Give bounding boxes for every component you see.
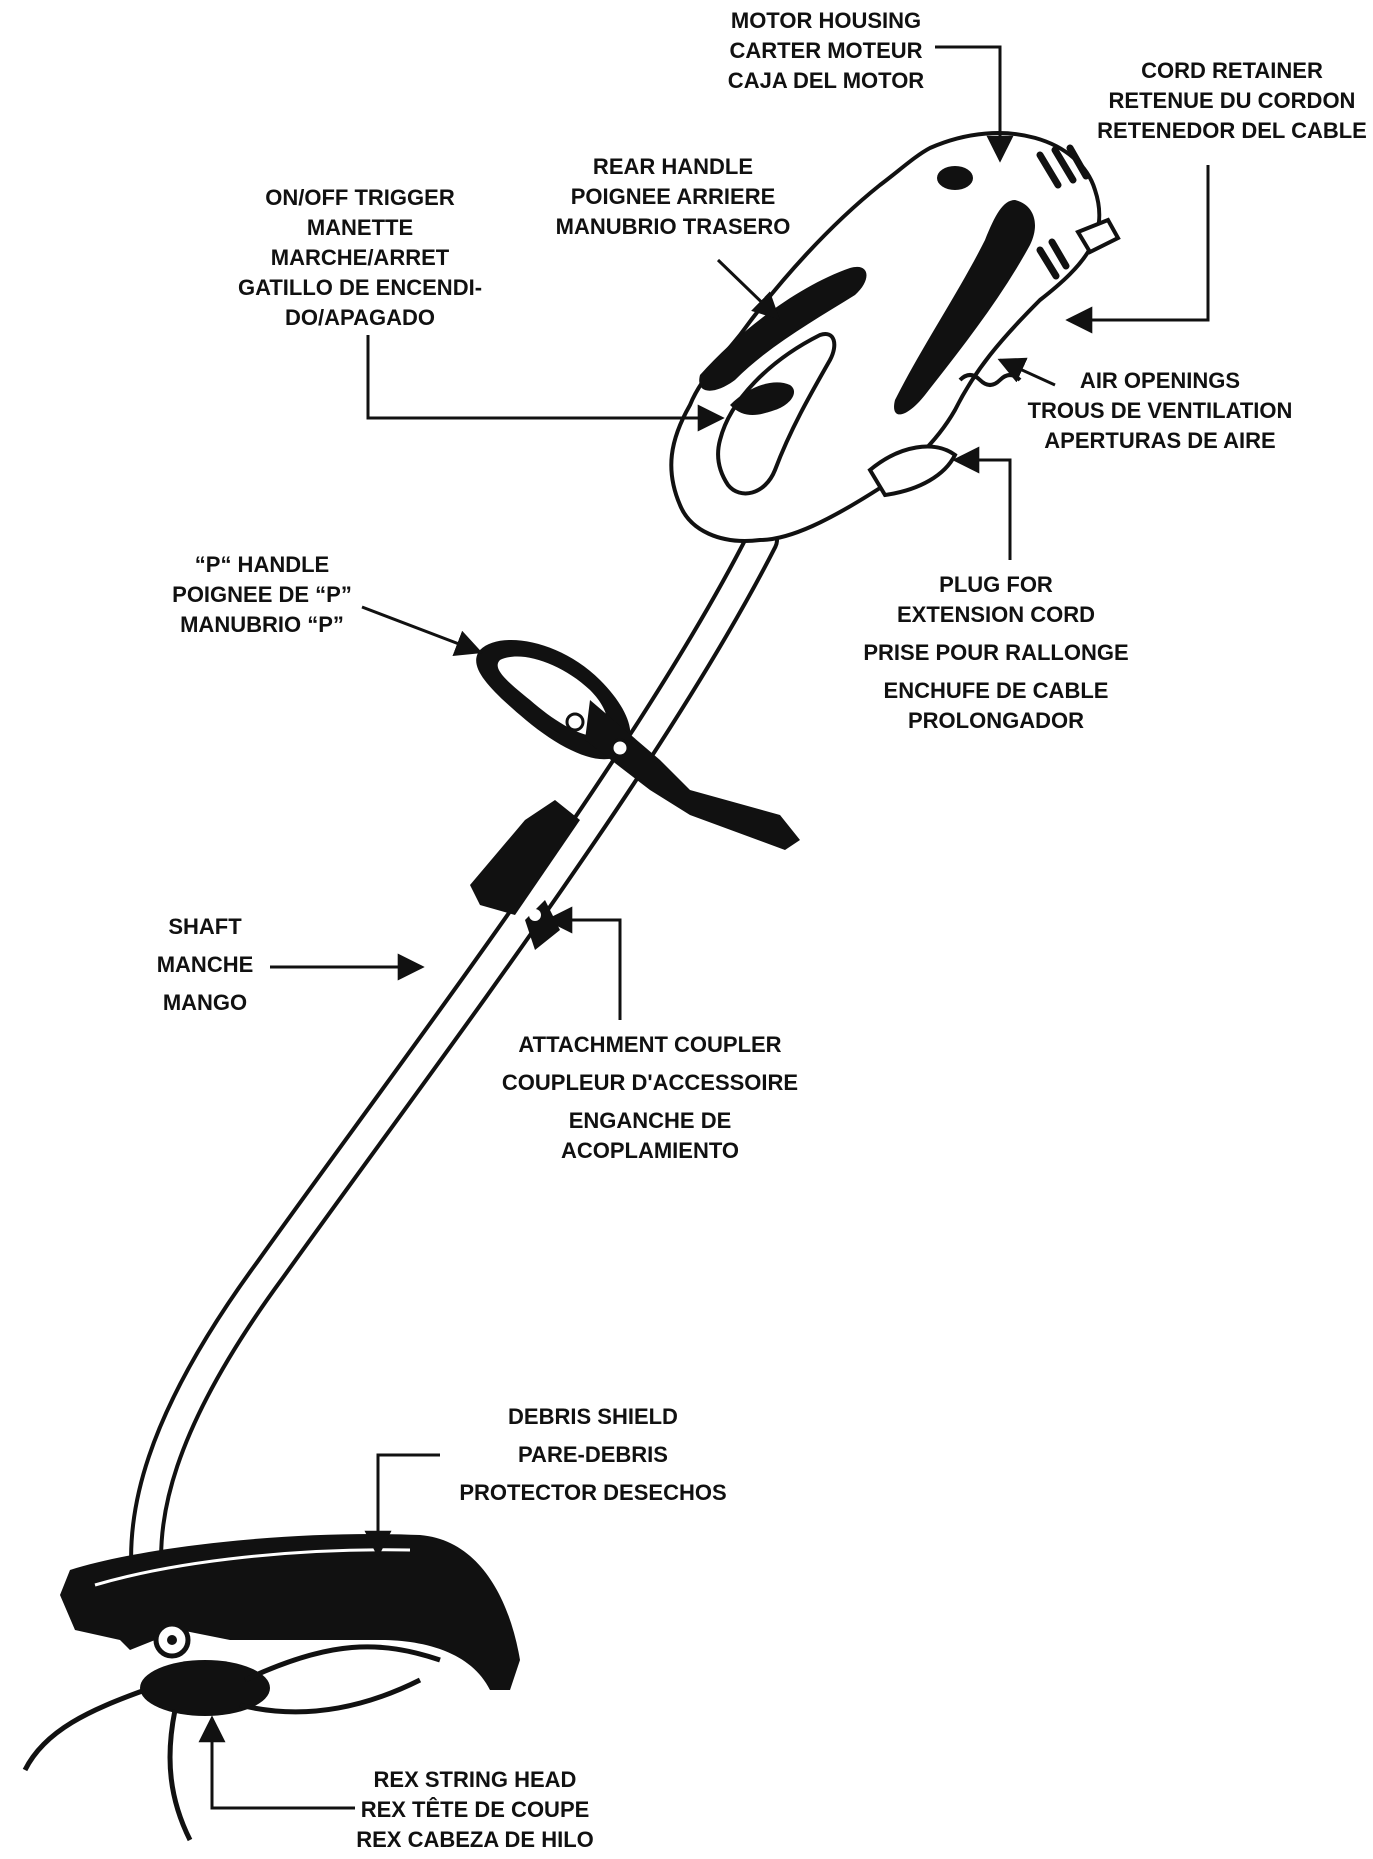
rear-handle-label: REAR HANDLE POIGNEE ARRIERE MANUBRIO TRA… [556,152,791,242]
cord-retainer-line-en: CORD RETAINER [1141,58,1323,83]
cord-retainer-line-es: RETENEDOR DEL CABLE [1097,118,1367,143]
rear-handle-line-en: REAR HANDLE [592,154,754,179]
string-head-line-en: REX STRING HEAD [373,1767,577,1792]
p-handle-line-es: MANUBRIO “P” [180,612,344,637]
plug-line-4: ENCHUFE DE CABLE [883,678,1109,703]
air-openings-line-es: APERTURAS DE AIRE [1044,428,1276,453]
attachment-coupler-line-4: ACOPLAMIENTO [560,1138,740,1163]
plug-line-5: PROLONGADOR [908,708,1084,733]
shaft-line-es: MANGO [162,990,248,1015]
cord-retainer-label: CORD RETAINER RETENUE DU CORDON RETENEDO… [1097,56,1367,146]
motor-housing-label: MOTOR HOUSING CARTER MOTEUR CAJA DEL MOT… [728,6,924,96]
string-head-label: REX STRING HEAD REX TÊTE DE COUPE REX CA… [356,1765,594,1855]
shaft-drawing [129,523,779,1617]
debris-shield-line-fr: PARE-DEBRIS [518,1442,668,1467]
p-handle-drawing [476,640,800,850]
motor-housing-line-fr: CARTER MOTEUR [729,38,923,63]
motor-housing-drawing [669,131,1121,543]
cord-retainer-line-fr: RETENUE DU CORDON [1108,88,1356,113]
debris-shield-line-en: DEBRIS SHIELD [508,1404,678,1429]
p-handle-label: “P“ HANDLE POIGNEE DE “P” MANUBRIO “P” [172,550,352,640]
air-openings-label: AIR OPENINGS TROUS DE VENTILATION APERTU… [1028,366,1293,456]
shaft-label: SHAFT MANCHE MANGO [157,912,254,1018]
plug-line-1: PLUG FOR [939,572,1053,597]
plug-label: PLUG FOR EXTENSION CORD PRISE POUR RALLO… [863,570,1128,736]
on-off-trigger-line-4: GATILLO DE ENCENDI- [237,275,483,300]
attachment-coupler-label: ATTACHMENT COUPLER COUPLEUR D'ACCESSOIRE… [502,1030,798,1166]
on-off-trigger-line-3: MARCHE/ARRET [270,245,450,270]
leader-lines [198,45,1210,1810]
rear-handle-line-fr: POIGNEE ARRIERE [570,184,776,209]
plug-line-2: EXTENSION CORD [896,602,1096,627]
rear-handle-line-es: MANUBRIO TRASERO [555,214,791,239]
string-head-line-es: REX CABEZA DE HILO [356,1827,594,1852]
attachment-coupler-line-2: COUPLEUR D'ACCESSOIRE [501,1070,799,1095]
debris-shield-label: DEBRIS SHIELD PARE-DEBRIS PROTECTOR DESE… [459,1402,726,1508]
debris-shield-line-es: PROTECTOR DESECHOS [459,1480,727,1505]
attachment-coupler-line-1: ATTACHMENT COUPLER [518,1032,782,1057]
debris-shield-drawing [60,1534,520,1690]
string-head-line-fr: REX TÊTE DE COUPE [360,1797,590,1822]
air-openings-line-fr: TROUS DE VENTILATION [1027,398,1293,423]
p-handle-line-en: “P“ HANDLE [194,552,330,577]
motor-housing-line-en: MOTOR HOUSING [730,8,922,33]
p-handle-line-fr: POIGNEE DE “P” [172,582,352,607]
shaft-line-en: SHAFT [168,914,242,939]
on-off-trigger-line-2: MANETTE [306,215,414,240]
shaft-line-fr: MANCHE [156,952,254,977]
air-openings-line-en: AIR OPENINGS [1079,368,1241,393]
on-off-trigger-label: ON/OFF TRIGGER MANETTE MARCHE/ARRET GATI… [238,183,482,333]
plug-line-3: PRISE POUR RALLONGE [863,640,1129,665]
attachment-coupler-line-3: ENGANCHE DE [568,1108,732,1133]
on-off-trigger-line-5: DO/APAGADO [285,305,435,330]
on-off-trigger-line-1: ON/OFF TRIGGER [265,185,455,210]
motor-housing-line-es: CAJA DEL MOTOR [727,68,925,93]
string-head-drawing [22,1644,441,1842]
